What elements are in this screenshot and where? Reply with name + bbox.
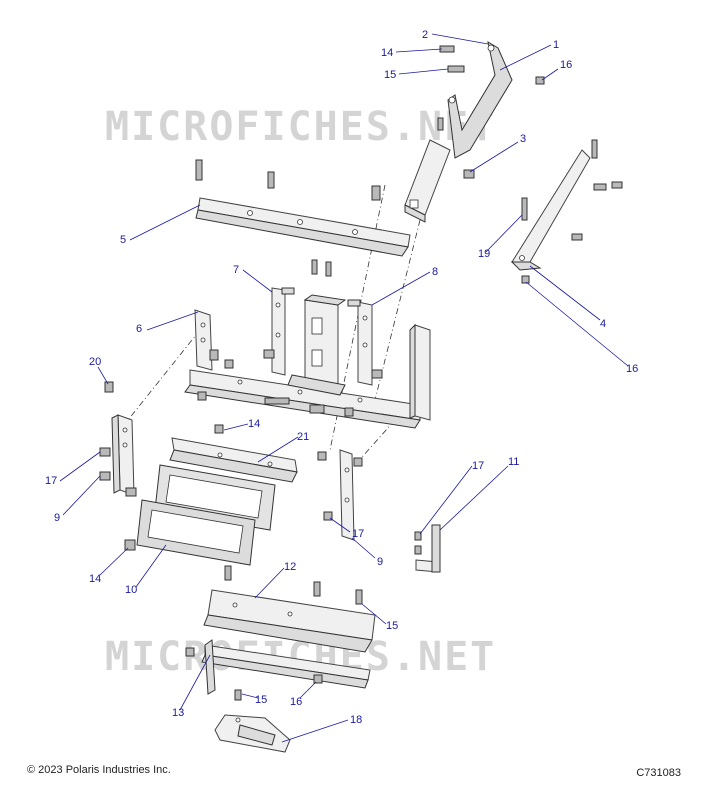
callout-14-mid: 14: [248, 418, 260, 430]
centerline-4: [354, 419, 396, 466]
callout-1: 1: [553, 39, 559, 51]
callout-16-right: 16: [626, 363, 638, 375]
callout-21: 21: [297, 431, 309, 443]
callout-17-mid: 17: [352, 528, 364, 540]
callout-13: 13: [172, 707, 184, 719]
drawing-number: C731083: [636, 767, 681, 779]
angle-plate-12: [203, 565, 376, 653]
callout-18: 18: [350, 714, 362, 726]
center-mount-plate: [287, 259, 347, 396]
callout-16: 16: [560, 59, 572, 71]
callout-17-left: 17: [45, 475, 57, 487]
callout-17-right: 17: [472, 460, 484, 472]
callout-12: 12: [284, 561, 296, 573]
callout-5: 5: [120, 234, 126, 246]
square-tube: [404, 139, 451, 223]
callout-3: 3: [520, 133, 526, 145]
callout-8: 8: [432, 266, 438, 278]
loop-frame-10: [124, 464, 276, 566]
bottom-rail-13: [185, 639, 371, 701]
callout-2: 2: [422, 29, 428, 41]
callout-9-left: 9: [54, 512, 60, 524]
callout-labels: 1 2 14 15 16 3 5 19 7 8 4 6 20 16 14 21 …: [45, 29, 638, 726]
vertical-bracket-6: [194, 309, 219, 371]
callout-15-bottom: 15: [255, 694, 267, 706]
side-plate-9-right: [323, 449, 363, 541]
callout-15-right: 15: [386, 620, 398, 632]
bracket-8: [347, 299, 383, 386]
leader-lines: [59, 33, 629, 743]
callout-9-right: 9: [377, 556, 383, 568]
callout-20: 20: [89, 356, 101, 368]
fastener-20: [104, 381, 114, 393]
centerline-2: [119, 329, 201, 431]
centerline-3: [369, 219, 421, 421]
main-frame: [184, 323, 431, 429]
angle-bar-5: [195, 159, 411, 257]
callout-6: 6: [136, 323, 142, 335]
side-plate-9-left: [99, 414, 137, 497]
callout-11: 11: [508, 456, 519, 468]
angle-bracket-4: [510, 139, 623, 284]
callout-19: 19: [478, 248, 490, 260]
bracket-7: [263, 287, 295, 376]
upper-bracket-arm: [447, 40, 513, 159]
copyright-text: © 2023 Polaris Industries Inc.: [27, 764, 171, 776]
callout-14: 14: [381, 47, 393, 59]
bracket-11: [414, 524, 441, 573]
callout-4: 4: [600, 318, 606, 330]
callout-14-left: 14: [89, 573, 101, 585]
callout-10: 10: [125, 584, 137, 596]
angle-plate-21: [169, 424, 327, 483]
callout-15: 15: [384, 69, 396, 81]
callout-7: 7: [233, 264, 239, 276]
skid-plate-18: [214, 714, 291, 753]
callout-16-bottom: 16: [290, 696, 302, 708]
